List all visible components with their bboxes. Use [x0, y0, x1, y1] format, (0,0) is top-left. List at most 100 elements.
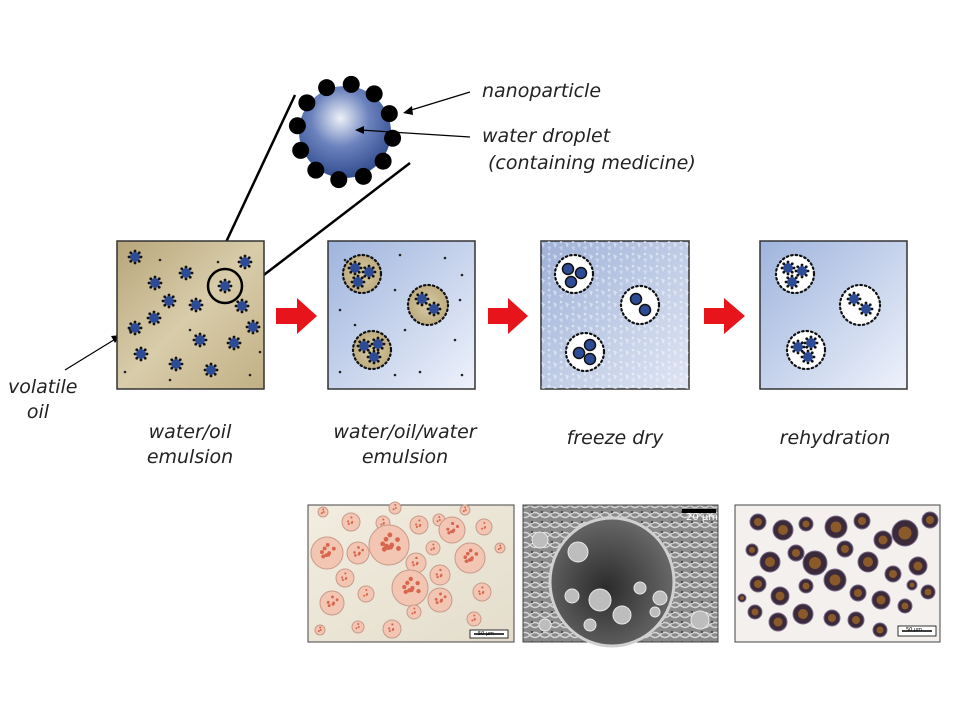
- droplet-with-nanoparticles: [168, 356, 184, 372]
- micro-globule: [749, 513, 767, 531]
- droplet-with-nanoparticles: [203, 362, 219, 378]
- micro-globule: [494, 542, 506, 554]
- droplet-with-nanoparticles: [234, 298, 250, 314]
- micro-globule: [891, 519, 919, 547]
- droplet-with-nanoparticles: [127, 249, 143, 265]
- zoom-circle: [206, 267, 244, 305]
- droplet-with-nanoparticles: [146, 310, 162, 326]
- droplet-with-nanoparticles: [178, 265, 194, 281]
- panel-water-oil-water: [327, 240, 476, 390]
- process-arrows: [276, 298, 745, 334]
- micro-globule: [768, 612, 788, 632]
- droplet-with-nanoparticles: [803, 335, 819, 351]
- emulsion-globule: [619, 284, 661, 326]
- micro-globule: [314, 624, 326, 636]
- micro-globule: [438, 516, 466, 544]
- nanoparticle: [288, 117, 306, 135]
- micro-globule: [409, 515, 429, 535]
- nanoparticle: [384, 129, 402, 147]
- sem-sphere: [690, 610, 710, 630]
- droplet-with-nanoparticles: [237, 254, 253, 270]
- micro-globule: [357, 585, 375, 603]
- micro-globule: [849, 584, 867, 602]
- micro-globule: [798, 516, 814, 532]
- micro-globule: [802, 550, 828, 576]
- micrograph-sem: [522, 504, 719, 648]
- sem-sphere: [567, 541, 589, 563]
- panel-rehydration: [759, 240, 908, 390]
- emulsion-globule: [774, 253, 816, 295]
- micro-globule: [454, 542, 486, 574]
- micro-globule: [747, 604, 763, 620]
- micro-globule: [388, 501, 402, 515]
- stage-label-wo-line1: water/oil: [148, 421, 232, 443]
- micro-globule: [871, 590, 891, 610]
- nanoparticle: [354, 167, 372, 185]
- nanoparticle-ring: [288, 75, 402, 189]
- micrograph-rehydration: [734, 504, 941, 643]
- micro-globule: [823, 568, 847, 592]
- droplet-with-nanoparticles: [226, 335, 242, 351]
- micro-globule: [382, 619, 402, 639]
- sem-sphere: [612, 605, 632, 625]
- micrograph-wow-emulsion: [307, 501, 515, 643]
- micro-globule: [319, 590, 345, 616]
- panel-water-oil: [116, 240, 265, 390]
- micro-globule: [759, 551, 781, 573]
- droplet-with-nanoparticles: [780, 260, 796, 276]
- droplet-with-nanoparticles: [858, 301, 874, 317]
- nanoparticle: [318, 79, 336, 97]
- sem-sphere: [652, 590, 668, 606]
- callout-arrows: [64, 91, 471, 371]
- micro-globule: [429, 564, 451, 586]
- micro-globule: [737, 593, 747, 603]
- micro-globule: [375, 515, 391, 531]
- right-scale-label: 50 µm: [906, 627, 923, 633]
- droplet-with-nanoparticles: [347, 260, 363, 276]
- nanoparticle: [307, 161, 325, 179]
- micro-globule: [921, 511, 939, 529]
- micro-globule: [459, 504, 471, 516]
- emulsion-globule: [351, 329, 393, 371]
- micro-globule: [341, 512, 361, 532]
- arrow-3: [704, 298, 745, 334]
- magnified-droplet: [288, 75, 402, 189]
- droplet-with-nanoparticles: [366, 349, 382, 365]
- droplet-with-nanoparticles: [217, 278, 233, 294]
- nanoparticle: [342, 75, 360, 93]
- nanoparticle: [292, 141, 310, 159]
- micro-globule: [792, 603, 814, 625]
- droplet-with-nanoparticles: [133, 346, 149, 362]
- nanoparticle: [330, 171, 348, 189]
- emulsion-globule: [553, 253, 595, 295]
- micro-globule: [787, 544, 805, 562]
- nanoparticle: [298, 94, 316, 112]
- emulsion-globule: [341, 253, 383, 295]
- droplet-with-nanoparticles: [192, 332, 208, 348]
- nanoparticle: [365, 85, 383, 103]
- volatile-oil-label-line2: oil: [26, 401, 50, 423]
- nanoparticle-label: nanoparticle: [482, 80, 602, 102]
- micro-globule: [368, 524, 410, 566]
- droplet-with-nanoparticles: [147, 275, 163, 291]
- droplet-with-nanoparticles: [356, 338, 372, 354]
- stage-label-rehydration: rehydration: [779, 427, 891, 449]
- micro-globule: [749, 575, 767, 593]
- droplet-with-nanoparticles: [846, 291, 862, 307]
- droplet-with-nanoparticles: [188, 297, 204, 313]
- containing-medicine-label: (containing medicine): [488, 152, 696, 174]
- volatile-oil-label-line1: volatile: [8, 376, 78, 398]
- micro-globule: [857, 551, 879, 573]
- micro-globule: [847, 611, 865, 629]
- micro-globule: [824, 515, 848, 539]
- arrow-1: [276, 298, 317, 334]
- sem-sphere: [564, 588, 580, 604]
- micro-globule: [317, 506, 329, 518]
- sem-sphere: [588, 588, 612, 612]
- zoom-line-lower: [238, 162, 411, 295]
- sem-sphere: [538, 618, 552, 632]
- micro-globule: [391, 569, 429, 607]
- micro-globule: [406, 604, 422, 620]
- micro-globule: [351, 620, 365, 634]
